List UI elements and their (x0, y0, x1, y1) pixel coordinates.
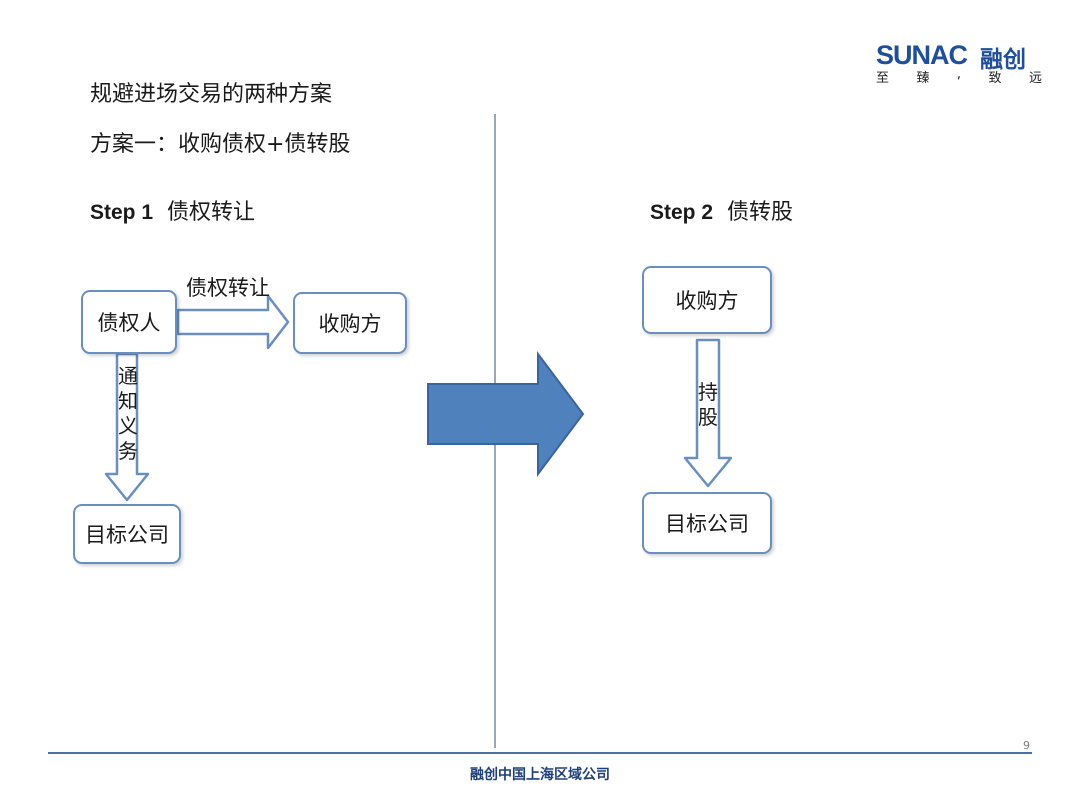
hold-char: 股 (698, 405, 718, 429)
slide-title: 规避进场交易的两种方案 (90, 82, 333, 107)
logo-slogan-char: 致 (988, 71, 1002, 86)
big-arrow-right (427, 351, 585, 477)
logo-slogan: 至 臻 , 致 远 (876, 67, 1042, 86)
logo-chinese-name: 融创 (980, 47, 1026, 73)
logo-slogan-char: , (956, 67, 962, 82)
hold-arrow (683, 338, 733, 488)
target-box-step1: 目标公司 (73, 504, 181, 564)
step1-label: Step 1 (90, 201, 154, 224)
logo-slogan-char: 臻 (916, 71, 930, 86)
step2-heading: Step 2 债转股 (650, 194, 793, 226)
hold-shares-label: 持 股 (695, 380, 721, 430)
acquirer-label-step1: 收购方 (318, 312, 382, 336)
creditor-label: 债权人 (97, 311, 161, 335)
step1-title: 债权转让 (167, 200, 256, 225)
logo-brand: SUNAC (876, 40, 968, 70)
footer-line (48, 752, 1032, 754)
page-number: 9 (1023, 739, 1030, 752)
logo-slogan-char: 至 (876, 71, 890, 86)
notify-char: 义 (118, 414, 138, 438)
acquirer-label-step2: 收购方 (675, 289, 739, 313)
step1-heading: Step 1 债权转让 (90, 194, 255, 226)
hold-char: 持 (698, 380, 718, 404)
notify-char: 务 (118, 439, 138, 463)
notify-char: 知 (118, 389, 138, 413)
step2-title: 债转股 (727, 200, 794, 225)
notify-duty-label: 通 知 义 务 (115, 364, 141, 464)
transfer-label: 债权转让 (186, 276, 270, 300)
sunac-logo: SUNAC 融创 至 臻 , 致 远 (876, 40, 1042, 86)
creditor-box: 债权人 (81, 290, 177, 354)
footer-company: 融创中国上海区域公司 (470, 767, 610, 783)
acquirer-box-step2: 收购方 (642, 266, 772, 334)
acquirer-box-step1: 收购方 (293, 292, 407, 354)
slide-subtitle: 方案一：收购债权+债转股 (90, 132, 351, 157)
target-label-step1: 目标公司 (85, 523, 169, 547)
transfer-arrow (176, 294, 290, 350)
step2-label: Step 2 (650, 201, 714, 224)
logo-slogan-char: 远 (1028, 71, 1042, 86)
target-box-step2: 目标公司 (642, 492, 772, 554)
notify-arrow (104, 352, 150, 502)
notify-char: 通 (118, 364, 138, 388)
target-label-step2: 目标公司 (665, 512, 749, 536)
